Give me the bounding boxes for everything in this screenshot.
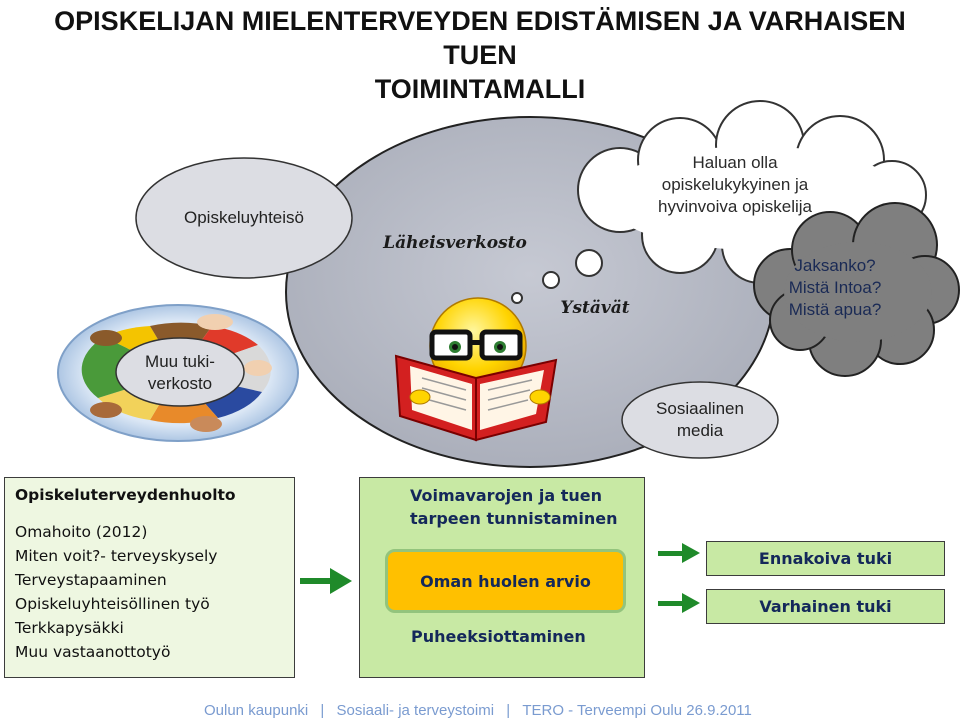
health-box-heading: Opiskeluterveydenhuolto <box>15 486 236 504</box>
thought-line-1: Haluan olla <box>692 153 778 172</box>
health-item: Muu vastaanottotyö <box>15 643 171 661</box>
footer-dept: Sosiaali- ja terveystoimi <box>336 702 495 719</box>
support-network-line-2: verkosto <box>147 374 213 393</box>
anticipatory-support-box: Ennakoiva tuki <box>706 541 945 576</box>
support-network-line-1: Muu tuki- <box>145 352 215 371</box>
health-item: Terveystapaaminen <box>15 571 167 589</box>
title-line-1: OPISKELIJAN MIELENTERVEYDEN EDISTÄMISEN … <box>54 6 906 70</box>
thought-line-3: hyvinvoiva opiskelija <box>657 197 813 216</box>
thought-bubble-small <box>511 292 523 304</box>
footer-separator: | <box>506 702 511 719</box>
resource-heading-line-2: tarpeen tunnistaminen <box>410 509 618 528</box>
worry-line-1: Jaksanko? <box>794 256 876 275</box>
thought-line-2: opiskelukykyinen ja <box>661 175 809 194</box>
friends-label: Ystävät <box>560 298 630 318</box>
footer: Oulun kaupunki | Sosiaali- ja terveystoi… <box>200 702 960 719</box>
arrow-to-resources <box>300 568 352 594</box>
social-media-line-2: media <box>676 421 724 440</box>
community-label: Opiskeluyhteisö <box>183 208 304 227</box>
early-support-box: Varhainen tuki <box>706 589 945 624</box>
arrow-to-early <box>658 593 700 613</box>
social-media-line-1: Sosiaalinen <box>656 399 744 418</box>
footer-org: Oulun kaupunki <box>204 702 309 719</box>
social-media-label: Sosiaalinen media <box>630 398 770 442</box>
resource-heading-line-1: Voimavarojen ja tuen <box>410 486 602 505</box>
worry-text: Jaksanko? Mistä Intoa? Mistä apua? <box>780 255 890 321</box>
concern-assessment-box: Oman huolen arvio <box>385 549 626 613</box>
community-ellipse <box>135 157 353 279</box>
thought-bubble-large <box>575 249 603 277</box>
worry-line-2: Mistä Intoa? <box>788 278 882 297</box>
talk-label: Puheeksiottaminen <box>411 627 586 646</box>
footer-event: TERO - Terveempi Oulu 26.9.2011 <box>522 702 752 719</box>
thought-text: Haluan olla opiskelukykyinen ja hyvinvoi… <box>620 152 850 218</box>
worry-line-3: Mistä apua? <box>788 300 882 319</box>
thought-bubble-medium <box>542 271 560 289</box>
social-media-ellipse <box>621 381 779 459</box>
page-title: OPISKELIJAN MIELENTERVEYDEN EDISTÄMISEN … <box>14 4 946 106</box>
footer-separator: | <box>320 702 325 719</box>
close-network-label: Läheisverkosto <box>383 233 527 253</box>
health-item: Terkkapysäkki <box>15 619 124 637</box>
health-services-box: Opiskeluterveydenhuolto Omahoito (2012) … <box>4 477 295 678</box>
support-network-ellipse <box>115 337 245 407</box>
health-item: Opiskeluyhteisöllinen työ <box>15 595 210 613</box>
reading-smiley-icon <box>394 297 558 442</box>
support-network-label: Muu tuki- verkosto <box>120 351 240 395</box>
health-item: Miten voit?- terveyskysely <box>15 547 218 565</box>
health-item: Omahoito (2012) <box>15 523 148 541</box>
arrow-to-anticipatory <box>658 543 700 563</box>
title-line-2: TOIMINTAMALLI <box>374 74 586 104</box>
